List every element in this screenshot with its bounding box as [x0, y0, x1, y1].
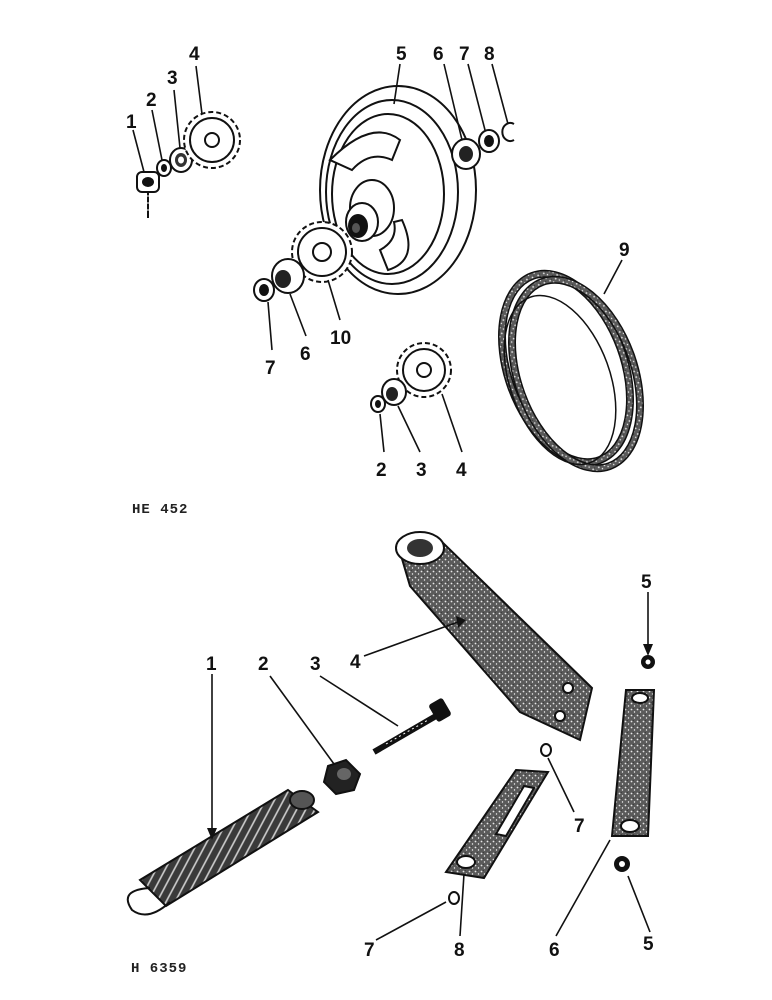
- callout-label: 6: [300, 344, 311, 365]
- callout-label: 6: [433, 44, 444, 65]
- callout-label: 1: [126, 112, 137, 133]
- callout-label: 5: [643, 934, 654, 955]
- bolt-part: [372, 698, 451, 755]
- bearing-part: [169, 147, 193, 173]
- callout-label: 2: [258, 654, 269, 675]
- sprocket-part: [396, 342, 452, 398]
- callout-label: 2: [376, 460, 387, 481]
- callout-label: 7: [265, 358, 276, 379]
- callout-label: 4: [456, 460, 467, 481]
- sprocket-part: [291, 221, 353, 283]
- ring-part: [448, 891, 460, 905]
- callout-label: 6: [549, 940, 560, 961]
- callout-label: 5: [641, 572, 652, 593]
- callout-label: 7: [364, 940, 375, 961]
- sheave-pulley-part: [319, 85, 477, 295]
- snap-ring-part: [501, 122, 515, 142]
- callout-label: 3: [167, 68, 178, 89]
- bearing-part: [381, 378, 407, 406]
- callout-label: 5: [396, 44, 407, 65]
- callout-label: 7: [574, 816, 585, 837]
- bolt-part: [136, 171, 160, 218]
- link-part: [610, 689, 656, 837]
- nut-part: [614, 856, 630, 872]
- washer-part: [370, 395, 386, 413]
- bearing-part: [451, 138, 481, 170]
- callout-label: 8: [454, 940, 465, 961]
- callout-label: 10: [330, 328, 351, 349]
- slotted-plate-part: [444, 768, 550, 880]
- callout-label: 4: [189, 44, 200, 65]
- figure-code: H 6359: [131, 961, 187, 977]
- figure-code: HE 452: [132, 502, 188, 518]
- ring-part: [540, 743, 552, 757]
- collar-part: [253, 278, 275, 302]
- sprocket-part: [183, 111, 241, 169]
- v-belt-part: [498, 269, 644, 473]
- callout-label: 8: [484, 44, 495, 65]
- washer-part: [156, 159, 172, 177]
- spring-part: [126, 788, 320, 916]
- callout-label: 3: [416, 460, 427, 481]
- callout-label: 3: [310, 654, 321, 675]
- callout-label: 1: [206, 654, 217, 675]
- figure-he-452: 1 2 3 4 5 6 7 8 9 10 7 6 2 3 4 HE 452: [126, 44, 644, 518]
- nut-part: [641, 655, 655, 669]
- callout-label: 7: [459, 44, 470, 65]
- nut-part: [322, 758, 362, 796]
- callout-label: 2: [146, 90, 157, 111]
- callout-label: 4: [350, 652, 361, 673]
- bearing-part: [271, 258, 305, 294]
- figure-h-6359: 1 2 3 4 5 7 7 8 6 5 H 6359: [126, 531, 656, 977]
- collar-part: [478, 129, 500, 153]
- callout-label: 9: [619, 240, 630, 261]
- arm-part: [395, 531, 594, 742]
